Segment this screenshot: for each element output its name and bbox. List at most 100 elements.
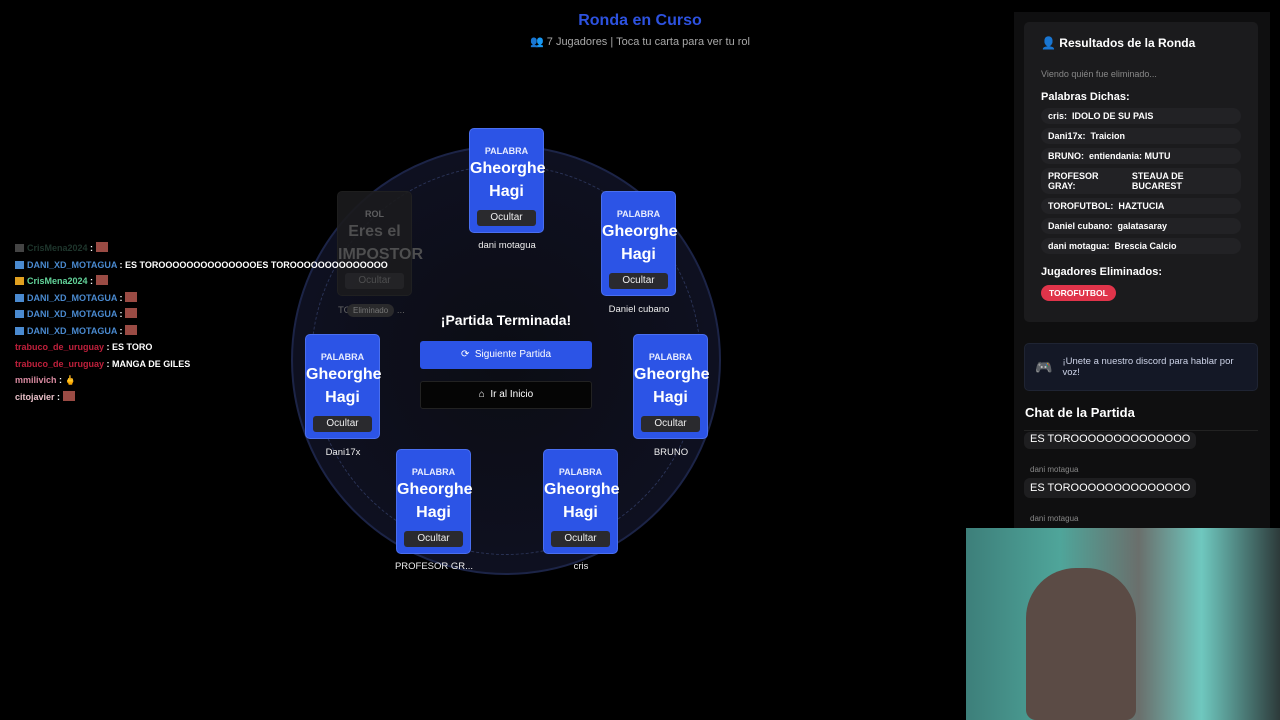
stream-chat-line: trabuco_de_uruguay : ES TORO <box>15 342 153 352</box>
card-label: PALABRA <box>411 467 456 477</box>
word-value: HAZTUCIA <box>1118 201 1165 211</box>
emote-icon <box>95 275 108 285</box>
chat-text: ES TORO <box>112 342 153 352</box>
chat-text: MANGA DE GILES <box>112 358 191 369</box>
next-game-button[interactable]: ⟳ Siguiente Partida <box>420 341 592 369</box>
player-name-trail: ... <box>396 305 405 316</box>
stream-chat-line: DANI_XD_MOTAGUA : <box>15 306 388 323</box>
user-badge-icon <box>15 244 24 252</box>
chat-username: trabuco_de_uruguay <box>15 358 105 369</box>
word-player: dani motagua: <box>1048 241 1110 251</box>
player-name-text: TO <box>338 305 352 316</box>
hide-button[interactable]: Ocultar <box>404 531 463 547</box>
game-over-panel: ¡Partida Terminada! ⟳ Siguiente Partida … <box>420 312 592 409</box>
word-value: IDOLO DE SU PAIS <box>1072 111 1154 121</box>
chat-username: trabuco_de_uruguay <box>15 342 105 352</box>
hide-button[interactable]: Ocultar <box>477 210 536 226</box>
discord-icon: 🎮 <box>1035 358 1053 375</box>
chat-message-user: dani motagua <box>1030 465 1079 474</box>
users-icon: 👥 <box>530 36 547 48</box>
hide-button[interactable]: Ocultar <box>345 273 404 289</box>
discord-text: ¡Unete a nuestro discord para hablar por… <box>1062 356 1234 378</box>
stream-chat-line: CrisMena2024 : <box>15 273 388 290</box>
hide-button[interactable]: Ocultar <box>551 531 610 547</box>
player-card[interactable]: PALABRA Gheorghe Hagi Ocultar <box>543 449 620 554</box>
game-chat-title: Chat de la Partida <box>1025 405 1135 420</box>
home-button[interactable]: ⌂ Ir al Inicio <box>420 381 592 409</box>
card-word: Hagi <box>653 389 688 406</box>
word-player: TOROFUTBOL: <box>1048 201 1114 211</box>
hide-button[interactable]: Ocultar <box>313 416 372 432</box>
stream-chat-line: CrisMena2024 : <box>15 240 388 257</box>
player-card[interactable]: PALABRA Gheorghe Hagi Ocultar <box>601 191 678 296</box>
divider <box>1024 430 1258 431</box>
card-label: PALABRA <box>648 352 693 362</box>
chat-username: DANI_XD_MOTAGUA <box>27 325 118 336</box>
card-word: Hagi <box>416 504 451 521</box>
stream-chat-line: mmilivich : 🖕 <box>15 375 76 385</box>
viewing-status: Viendo quién fue eliminado... <box>1041 69 1157 79</box>
word-value: Brescia Calcio <box>1114 241 1177 251</box>
emote-icon <box>125 308 138 318</box>
word-player: PROFESOR GRAY: <box>1048 171 1099 191</box>
word-player: Dani17x: <box>1048 131 1086 141</box>
chat-message-user: dani motagua <box>1030 514 1079 523</box>
word-player: Daniel cubano: <box>1048 221 1113 231</box>
chat-text: ES TOROOOOOOOOOOOOOOES TOROOOOOOOOOOOOOO <box>125 259 388 270</box>
next-game-label: Siguiente Partida <box>474 349 552 360</box>
eliminated-title: Jugadores Eliminados: <box>1041 266 1163 278</box>
eliminated-player-badge: TOROFUTBOL <box>1041 285 1116 301</box>
page-title: Ronda en Curso <box>578 12 702 29</box>
home-label: Ir al Inicio <box>490 389 534 400</box>
round-header: Ronda en Curso 👥 7 Jugadores | Toca tu c… <box>440 12 840 48</box>
chat-username: DANI_XD_MOTAGUA <box>27 259 118 270</box>
card-label: PALABRA <box>558 467 603 477</box>
stream-chat-line: DANI_XD_MOTAGUA : <box>15 323 388 340</box>
player-name: PROFESOR GR... <box>394 561 474 572</box>
player-card[interactable]: PALABRA Gheorghe Hagi Ocultar <box>469 128 546 233</box>
word-row: PROFESOR GRAY: STEAUA DE BUCAREST <box>1041 168 1241 194</box>
hide-button[interactable]: Ocultar <box>641 416 700 432</box>
user-badge-icon <box>15 277 24 285</box>
card-label: PALABRA <box>320 352 365 362</box>
webcam-overlay <box>966 528 1280 720</box>
player-name: BRUNO <box>653 447 689 458</box>
results-card: 👤 Resultados de la Ronda Viendo quién fu… <box>1024 22 1258 322</box>
player-card[interactable]: PALABRA Gheorghe Hagi Ocultar <box>305 334 382 439</box>
subtitle: 7 Jugadores | Toca tu carta para ver tu … <box>546 36 750 48</box>
home-icon: ⌂ <box>478 389 488 400</box>
streamer-video <box>1026 568 1136 720</box>
emote-icon <box>62 390 75 401</box>
card-word: Gheorghe <box>544 481 620 498</box>
chat-username: CrisMena2024 <box>27 276 88 286</box>
chat-text: 🖕 <box>64 375 76 385</box>
chat-message: ES TOROOOOOOOOOOOOOO <box>1024 478 1197 498</box>
card-word: Hagi <box>621 246 656 263</box>
eliminated-badge: Eliminado <box>347 304 395 317</box>
card-word: Gheorghe <box>397 481 473 498</box>
user-check-icon: 👤 <box>1041 36 1060 50</box>
players-info: 👥 7 Jugadores | Toca tu carta para ver t… <box>440 35 840 48</box>
impostor-card[interactable]: ROL Eres el IMPOSTOR Ocultar <box>337 191 424 296</box>
player-card[interactable]: PALABRA Gheorghe Hagi Ocultar <box>396 449 473 554</box>
refresh-icon: ⟳ <box>460 349 473 360</box>
word-row: BRUNO:entiendania: MUTU <box>1041 148 1241 164</box>
word-row: TOROFUTBOL: HAZTUCIA <box>1041 198 1241 214</box>
word-player: BRUNO: <box>1048 151 1084 161</box>
hide-button[interactable]: Ocultar <box>609 273 668 289</box>
stream-chat-line: DANI_XD_MOTAGUA : <box>15 290 388 307</box>
player-name: cris <box>573 561 589 572</box>
emote-icon <box>95 242 108 252</box>
word-value: STEAUA DE BUCAREST <box>1131 171 1184 191</box>
card-word: Gheorghe <box>306 366 382 383</box>
card-word: IMPOSTOR <box>338 246 424 263</box>
player-name: Dani17x <box>325 447 361 458</box>
user-badge-icon <box>15 293 24 302</box>
user-badge-icon <box>15 326 24 335</box>
stream-chat-line: trabuco_de_uruguay : MANGA DE GILES <box>15 358 191 369</box>
discord-banner[interactable]: 🎮 ¡Unete a nuestro discord para hablar po… <box>1024 343 1258 391</box>
word-row: Daniel cubano:galatasaray <box>1041 218 1241 234</box>
word-value: Traicion <box>1090 131 1126 141</box>
player-card[interactable]: PALABRA Gheorghe Hagi Ocultar <box>633 334 710 439</box>
